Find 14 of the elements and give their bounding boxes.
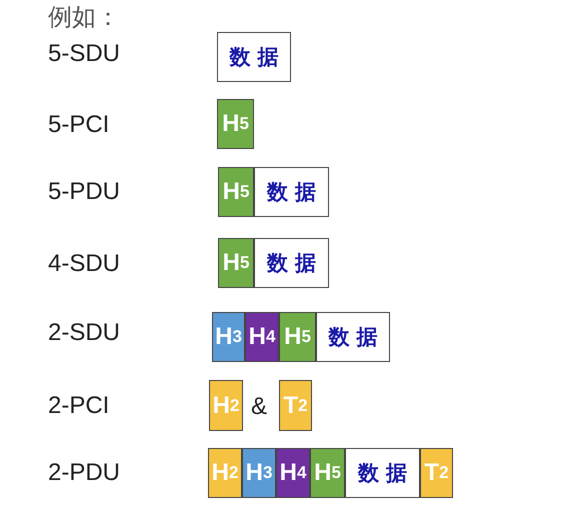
row-label: 2-PDU — [48, 461, 120, 485]
data-field-box: 数 据 — [316, 312, 390, 362]
row-label: 5-SDU — [48, 42, 120, 66]
data-field-box: 数 据 — [345, 448, 420, 498]
row-label: 5-PDU — [48, 180, 120, 204]
row-label: 2-SDU — [48, 321, 120, 345]
row-label: 5-PCI — [48, 113, 110, 137]
row-label: 4-SDU — [48, 252, 120, 276]
ampersand: & — [251, 395, 268, 419]
example-heading: 例如： — [48, 5, 120, 29]
data-field-box: 数 据 — [254, 167, 329, 217]
row-label: 2-PCI — [48, 394, 110, 418]
data-field-box: 数 据 — [217, 32, 291, 82]
data-field-box: 数 据 — [254, 238, 329, 288]
